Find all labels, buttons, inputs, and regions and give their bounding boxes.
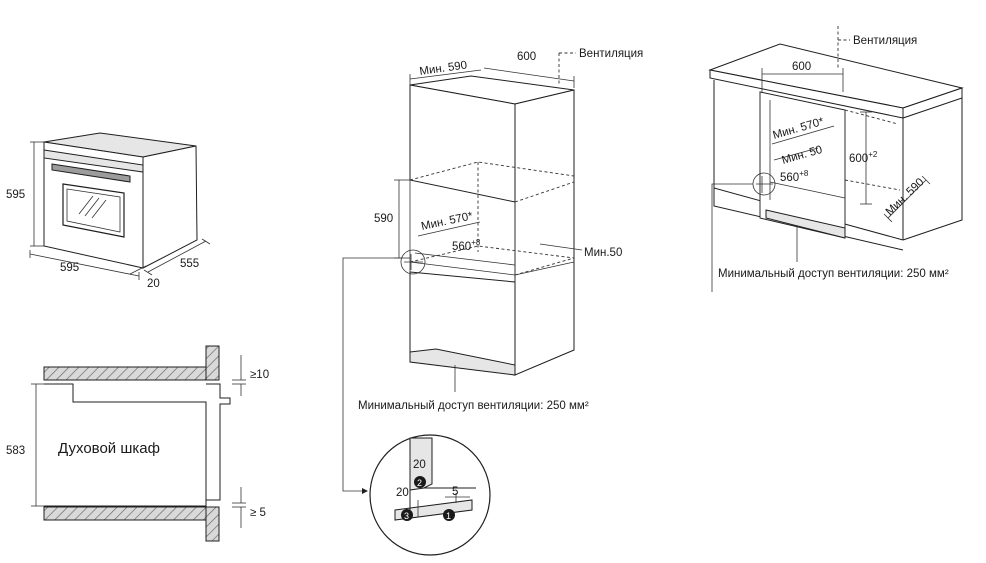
oven-window	[62, 183, 125, 238]
column-niche-height-dim: 590	[374, 213, 393, 225]
oven-front-dim: 20	[147, 278, 160, 290]
under-vent-access-label: Минимальный доступ вентиляции: 250 мм²	[718, 268, 949, 280]
section-gap-top-dim: ≥10	[250, 369, 269, 381]
column-upper-door	[409, 84, 516, 203]
detail-panel	[409, 437, 433, 491]
section-height-dim: 583	[6, 445, 25, 457]
under-w560-dim: 560+8	[780, 169, 809, 184]
detail-view: 20 20 5 1 2 3	[369, 434, 491, 556]
section-label: Духовой шкаф	[58, 440, 160, 457]
oven-width-dim: 595	[60, 262, 79, 274]
under-ventilation-label: Вентиляция	[853, 35, 917, 47]
section-top-board	[43, 366, 207, 381]
under-width-dim: 600	[792, 61, 811, 73]
column-vent-access-label: Минимальный доступ вентиляции: 250 мм²	[358, 400, 589, 412]
detail-marker-2: 2	[417, 478, 422, 488]
section-gap-bottom-dim: ≥ 5	[250, 507, 266, 519]
column-ventilation-label: Вентиляция	[579, 48, 643, 60]
oven-control-panel	[43, 149, 144, 173]
section-wall-bottom	[205, 506, 220, 542]
oven-depth-dim: 555	[180, 258, 199, 270]
oven-isometric: 595 595 555 20	[6, 132, 211, 290]
detail-marker-1: 1	[446, 511, 451, 521]
section-view: Духовой шкаф 583 ≥10 ≥ 5	[6, 345, 269, 542]
column-min-depth-dim: Мин. 590	[419, 59, 468, 78]
detail-dim-5: 5	[452, 486, 458, 498]
column-side	[514, 89, 575, 376]
under-height-dim: 600+2	[849, 150, 878, 165]
under-min-depth-dim: Мин. 590	[884, 176, 927, 218]
detail-board	[394, 499, 473, 521]
section-bottom-board	[43, 506, 207, 521]
oven-height-dim: 595	[6, 189, 25, 201]
column-min50-dim: Мин.50	[584, 247, 622, 259]
column-width-dim: 600	[517, 51, 536, 63]
column-vent-opening	[409, 348, 516, 376]
oven-handle	[51, 163, 131, 183]
detail-dim-20b: 20	[396, 487, 409, 499]
detail-marker-3: 3	[404, 511, 409, 521]
section-wall-top	[205, 345, 220, 381]
column-w560-dim: 560+8	[452, 238, 481, 253]
column-installation: Минимальный доступ вентиляции: 250 мм² М…	[342, 48, 643, 494]
counter-vent-opening	[765, 209, 846, 239]
detail-dim-20a: 20	[413, 459, 426, 471]
detail-marker	[400, 249, 426, 275]
under-counter-installation: Минимальный доступ вентиляции: 250 мм² В…	[708, 26, 964, 292]
